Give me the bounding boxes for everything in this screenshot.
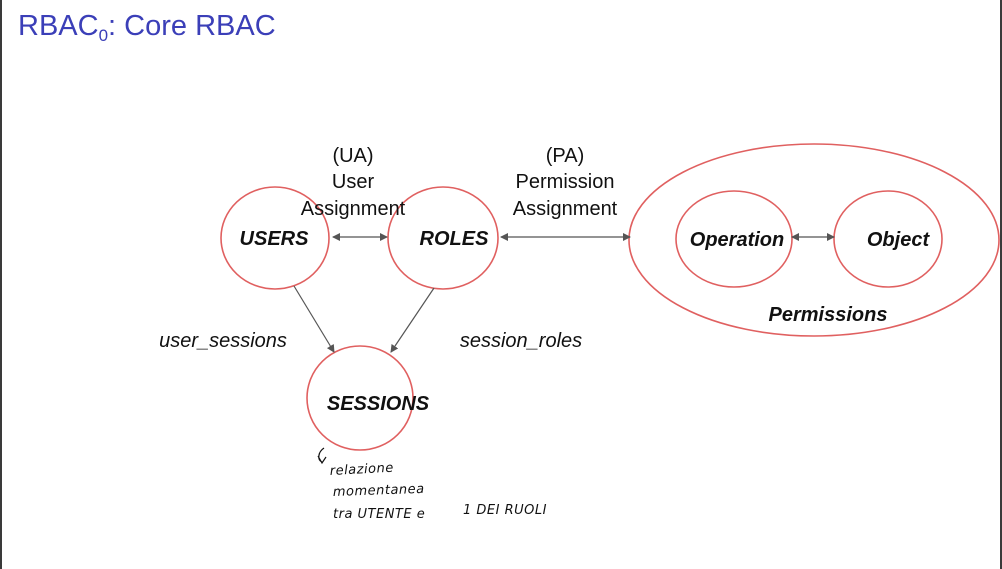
operation-label: Operation	[690, 229, 784, 251]
users-node	[220, 186, 330, 290]
note-line2: momentanea	[333, 482, 425, 500]
ua-label-line3: Assignment	[301, 198, 406, 220]
roles-node	[387, 186, 499, 290]
slide-title: RBAC0: Core RBAC	[18, 10, 276, 46]
session-roles-arrow	[390, 287, 435, 353]
sessions-label: SESSIONS	[327, 393, 430, 415]
title-subscript: 0	[98, 26, 109, 45]
users-label: USERS	[240, 228, 310, 250]
pa-label-line3: Assignment	[513, 198, 618, 220]
title-main: RBAC	[18, 10, 99, 42]
user-sessions-arrow	[293, 285, 335, 353]
ua-label-line2: User	[332, 171, 375, 193]
permissions-label: Permissions	[769, 304, 888, 326]
session-roles-label: session_roles	[460, 330, 582, 352]
sessions-node	[306, 345, 414, 451]
note-line1: relazione	[329, 461, 394, 479]
note-line4: 1 DEI RUOLI	[463, 503, 547, 518]
hand-arrow-icon	[317, 447, 327, 465]
pa-label-line2: Permission	[516, 171, 615, 193]
pa-label-line1: (PA)	[546, 145, 585, 167]
user-sessions-label: user_sessions	[159, 330, 287, 352]
ua-label-line1: (UA)	[332, 145, 373, 167]
object-label: Object	[867, 229, 931, 251]
title-suffix: : Core RBAC	[108, 10, 276, 42]
roles-label: ROLES	[420, 228, 490, 250]
note-line3: tra UTENTE e	[333, 507, 425, 522]
